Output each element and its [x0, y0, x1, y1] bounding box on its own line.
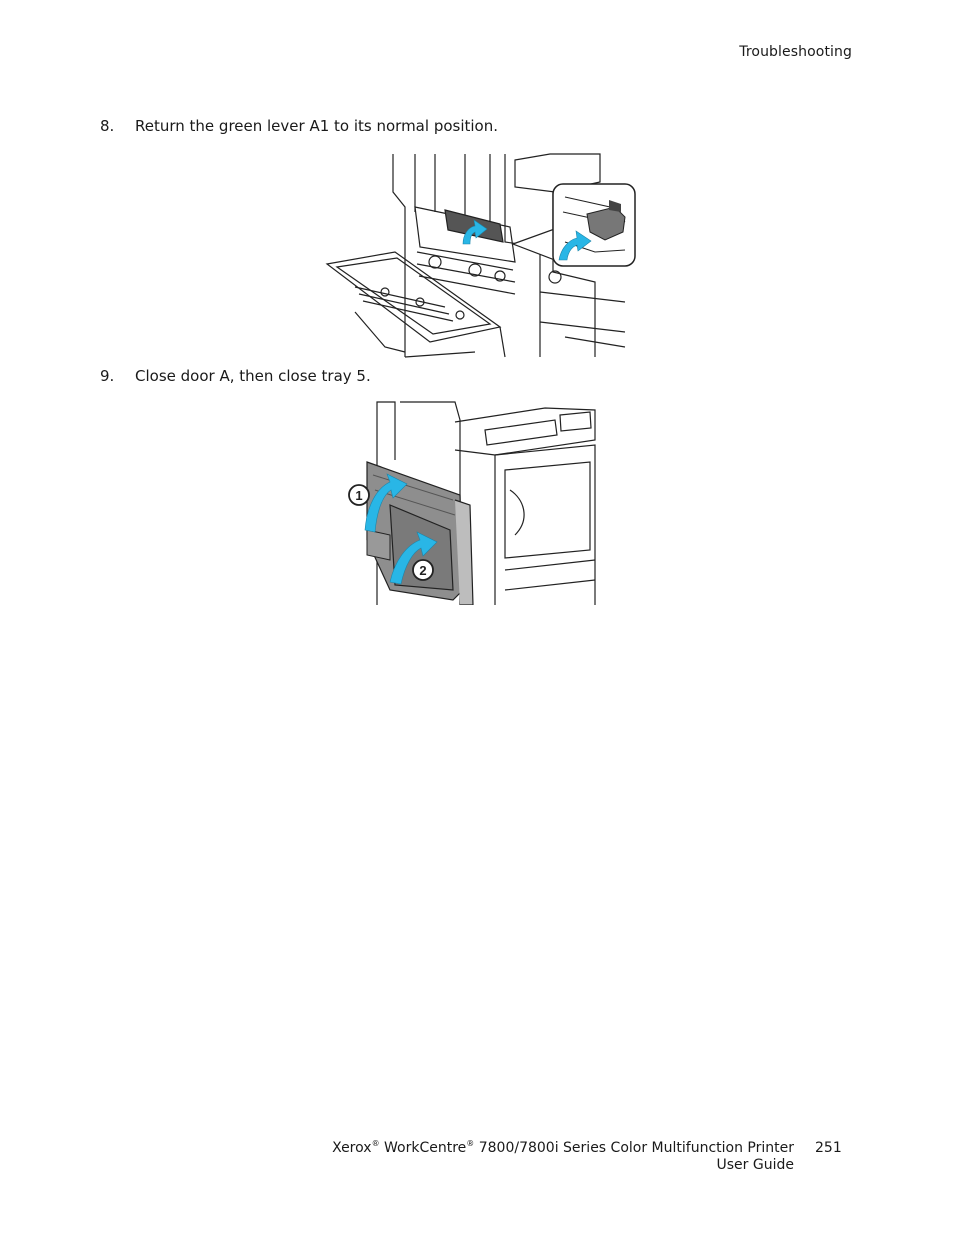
- guide-title: User Guide: [716, 1157, 794, 1173]
- step-number: 8.: [100, 117, 115, 135]
- page-number: 251: [815, 1140, 842, 1156]
- footer-product-info: Xerox® WorkCentre® 7800/7800i Series Col…: [332, 1140, 794, 1174]
- step-number: 9.: [100, 367, 115, 385]
- printer-open-door-drawing: [325, 153, 636, 358]
- step-text: Close door A, then close tray 5.: [135, 367, 371, 385]
- close-door-illustration: 1 2: [345, 400, 597, 605]
- step-text: Return the green lever A1 to its normal …: [135, 117, 498, 135]
- brand-name: Xerox: [332, 1140, 372, 1156]
- registered-mark: ®: [371, 1139, 380, 1148]
- model-name: 7800/7800i Series Color Multifunction Pr…: [478, 1140, 794, 1156]
- printer-close-door-drawing: 1 2: [348, 401, 596, 605]
- callout-1-label: 1: [355, 488, 362, 503]
- callout-2: 2: [412, 559, 434, 581]
- lever-a1-illustration: [325, 152, 637, 362]
- step-9: 9. Close door A, then close tray 5.: [100, 367, 371, 385]
- callout-2-label: 2: [419, 563, 426, 578]
- footer-product-line: Xerox® WorkCentre® 7800/7800i Series Col…: [332, 1140, 794, 1157]
- registered-mark: ®: [466, 1139, 475, 1148]
- running-header: Troubleshooting: [739, 44, 852, 60]
- product-name: WorkCentre: [384, 1140, 467, 1156]
- callout-1: 1: [348, 484, 370, 506]
- step-8: 8. Return the green lever A1 to its norma…: [100, 117, 498, 135]
